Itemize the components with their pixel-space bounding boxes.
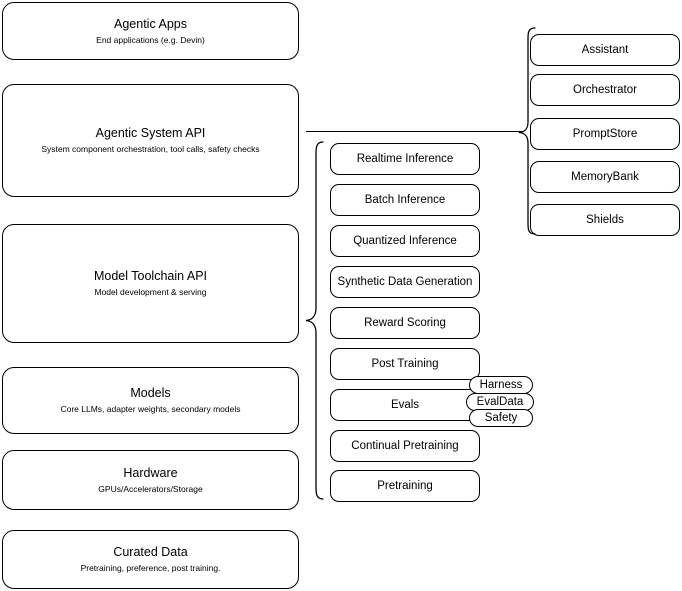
layer-box-agentic-apps[interactable]: Agentic Apps End applications (e.g. Devi… [2,2,299,60]
toolchain-label-batch-inference: Batch Inference [364,194,446,206]
toolchain-label-realtime-inference: Realtime Inference [356,153,454,165]
layer-subtitle-curated-data: Pretraining, preference, post training. [80,563,221,573]
layer-subtitle-agentic-system-api: System component orchestration, tool cal… [41,144,260,154]
system-label-assistant: Assistant [581,44,629,56]
toolchain-label-post-training: Post Training [371,358,439,370]
system-label-memorybank: MemoryBank [571,171,639,183]
system-node-promptstore[interactable]: PromptStore [530,118,680,150]
evals-pill-label-harness: Harness [479,378,523,391]
brace-system-components [516,26,538,238]
toolchain-label-reward-scoring: Reward Scoring [364,317,446,329]
toolchain-node-continual-pretraining[interactable]: Continual Pretraining [330,430,480,462]
system-node-orchestrator[interactable]: Orchestrator [530,74,680,106]
layer-box-models[interactable]: Models Core LLMs, adapter weights, secon… [2,367,299,434]
system-node-shields[interactable]: Shields [530,204,680,236]
brace-toolchain-components [303,140,325,515]
toolchain-node-synthetic-data-generation[interactable]: Synthetic Data Generation [330,266,480,298]
layer-subtitle-model-toolchain-api: Model development & serving [94,287,207,297]
layer-title-curated-data: Curated Data [113,545,188,559]
toolchain-label-pretraining: Pretraining [377,480,433,492]
toolchain-node-post-training[interactable]: Post Training [330,348,480,380]
system-label-promptstore: PromptStore [572,128,638,140]
toolchain-label-continual-pretraining: Continual Pretraining [351,440,459,452]
evals-pill-safety[interactable]: Safety [469,409,533,427]
system-node-assistant[interactable]: Assistant [530,34,680,66]
toolchain-label-evals: Evals [390,399,420,411]
layer-title-agentic-apps: Agentic Apps [114,16,187,31]
system-label-shields: Shields [586,214,624,226]
connector-agentic-system-api-to-components [306,131,523,133]
layer-subtitle-hardware: GPUs/Accelerators/Storage [98,483,203,494]
toolchain-node-realtime-inference[interactable]: Realtime Inference [330,143,480,175]
layer-box-agentic-system-api[interactable]: Agentic System API System component orch… [2,84,299,197]
toolchain-node-reward-scoring[interactable]: Reward Scoring [330,307,480,339]
evals-pill-label-safety: Safety [484,411,518,424]
toolchain-label-synthetic-data-generation: Synthetic Data Generation [337,276,473,288]
toolchain-node-evals[interactable]: Evals [330,389,480,421]
system-label-orchestrator: Orchestrator [573,84,637,96]
layer-title-hardware: Hardware [123,465,178,480]
system-node-memorybank[interactable]: MemoryBank [530,161,680,193]
layer-box-model-toolchain-api[interactable]: Model Toolchain API Model development & … [2,224,299,343]
layer-box-hardware[interactable]: Hardware GPUs/Accelerators/Storage [2,450,299,510]
toolchain-node-pretraining[interactable]: Pretraining [330,470,480,502]
toolchain-label-quantized-inference: Quantized Inference [353,235,457,247]
layer-title-agentic-system-api: Agentic System API [95,126,206,140]
layer-box-curated-data[interactable]: Curated Data Pretraining, preference, po… [2,530,299,589]
layer-subtitle-agentic-apps: End applications (e.g. Devin) [96,34,205,45]
layer-title-model-toolchain-api: Model Toolchain API [93,269,208,283]
toolchain-node-quantized-inference[interactable]: Quantized Inference [330,225,480,257]
layer-subtitle-models: Core LLMs, adapter weights, secondary mo… [60,404,241,414]
evals-pill-harness[interactable]: Harness [469,376,533,394]
evals-pill-label-evaldata: EvalData [476,395,524,408]
toolchain-node-batch-inference[interactable]: Batch Inference [330,184,480,216]
layer-title-models: Models [130,386,171,400]
